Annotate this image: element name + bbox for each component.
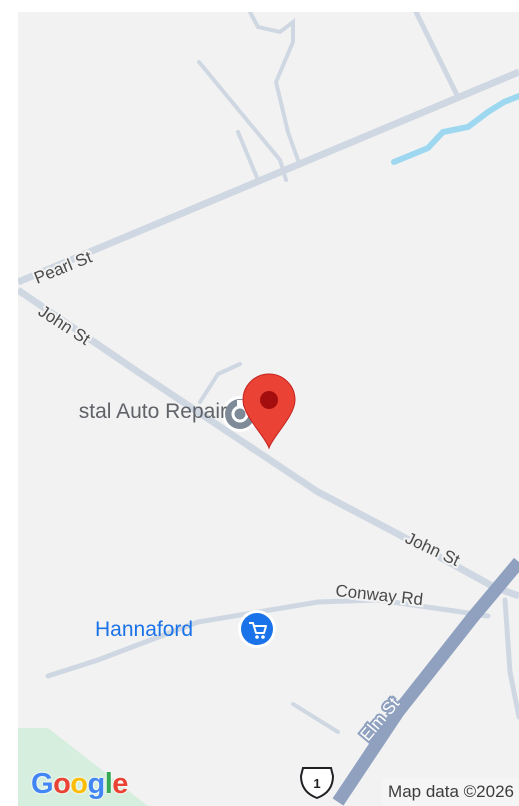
map-canvas[interactable]: Pearl St John St John St Conway Rd Elm S… xyxy=(18,12,519,806)
map-attribution[interactable]: Map data ©2026 xyxy=(382,778,519,806)
pearl-st-road xyxy=(18,68,519,286)
logo-letter: o xyxy=(70,768,88,800)
stream xyxy=(391,93,519,165)
location-pin-icon[interactable] xyxy=(242,373,296,450)
us-route-shield-icon: 1 xyxy=(299,767,335,800)
shopping-cart-icon[interactable] xyxy=(238,610,276,648)
poi-label-hannaford[interactable]: Hannaford xyxy=(95,618,194,641)
pearl-st-label: Pearl St xyxy=(31,247,94,287)
logo-letter: e xyxy=(112,768,128,800)
elm-st-highway xyxy=(332,557,519,806)
logo-letter: g xyxy=(87,768,106,800)
poi-label-auto-repair[interactable]: stal Auto Repair xyxy=(78,400,227,423)
conway-rd-label: Conway Rd xyxy=(335,581,424,609)
logo-letter: o xyxy=(53,768,71,800)
logo-letter: l xyxy=(104,768,113,800)
svg-text:1: 1 xyxy=(313,776,320,791)
john-st-label-upper: John St xyxy=(35,301,94,348)
logo-letter: G xyxy=(31,768,54,800)
map-layer: Pearl St John St John St Conway Rd Elm S… xyxy=(18,12,519,806)
john-st-label-lower: John St xyxy=(402,528,463,570)
google-logo[interactable]: Google xyxy=(31,768,128,801)
park-area xyxy=(18,728,148,806)
